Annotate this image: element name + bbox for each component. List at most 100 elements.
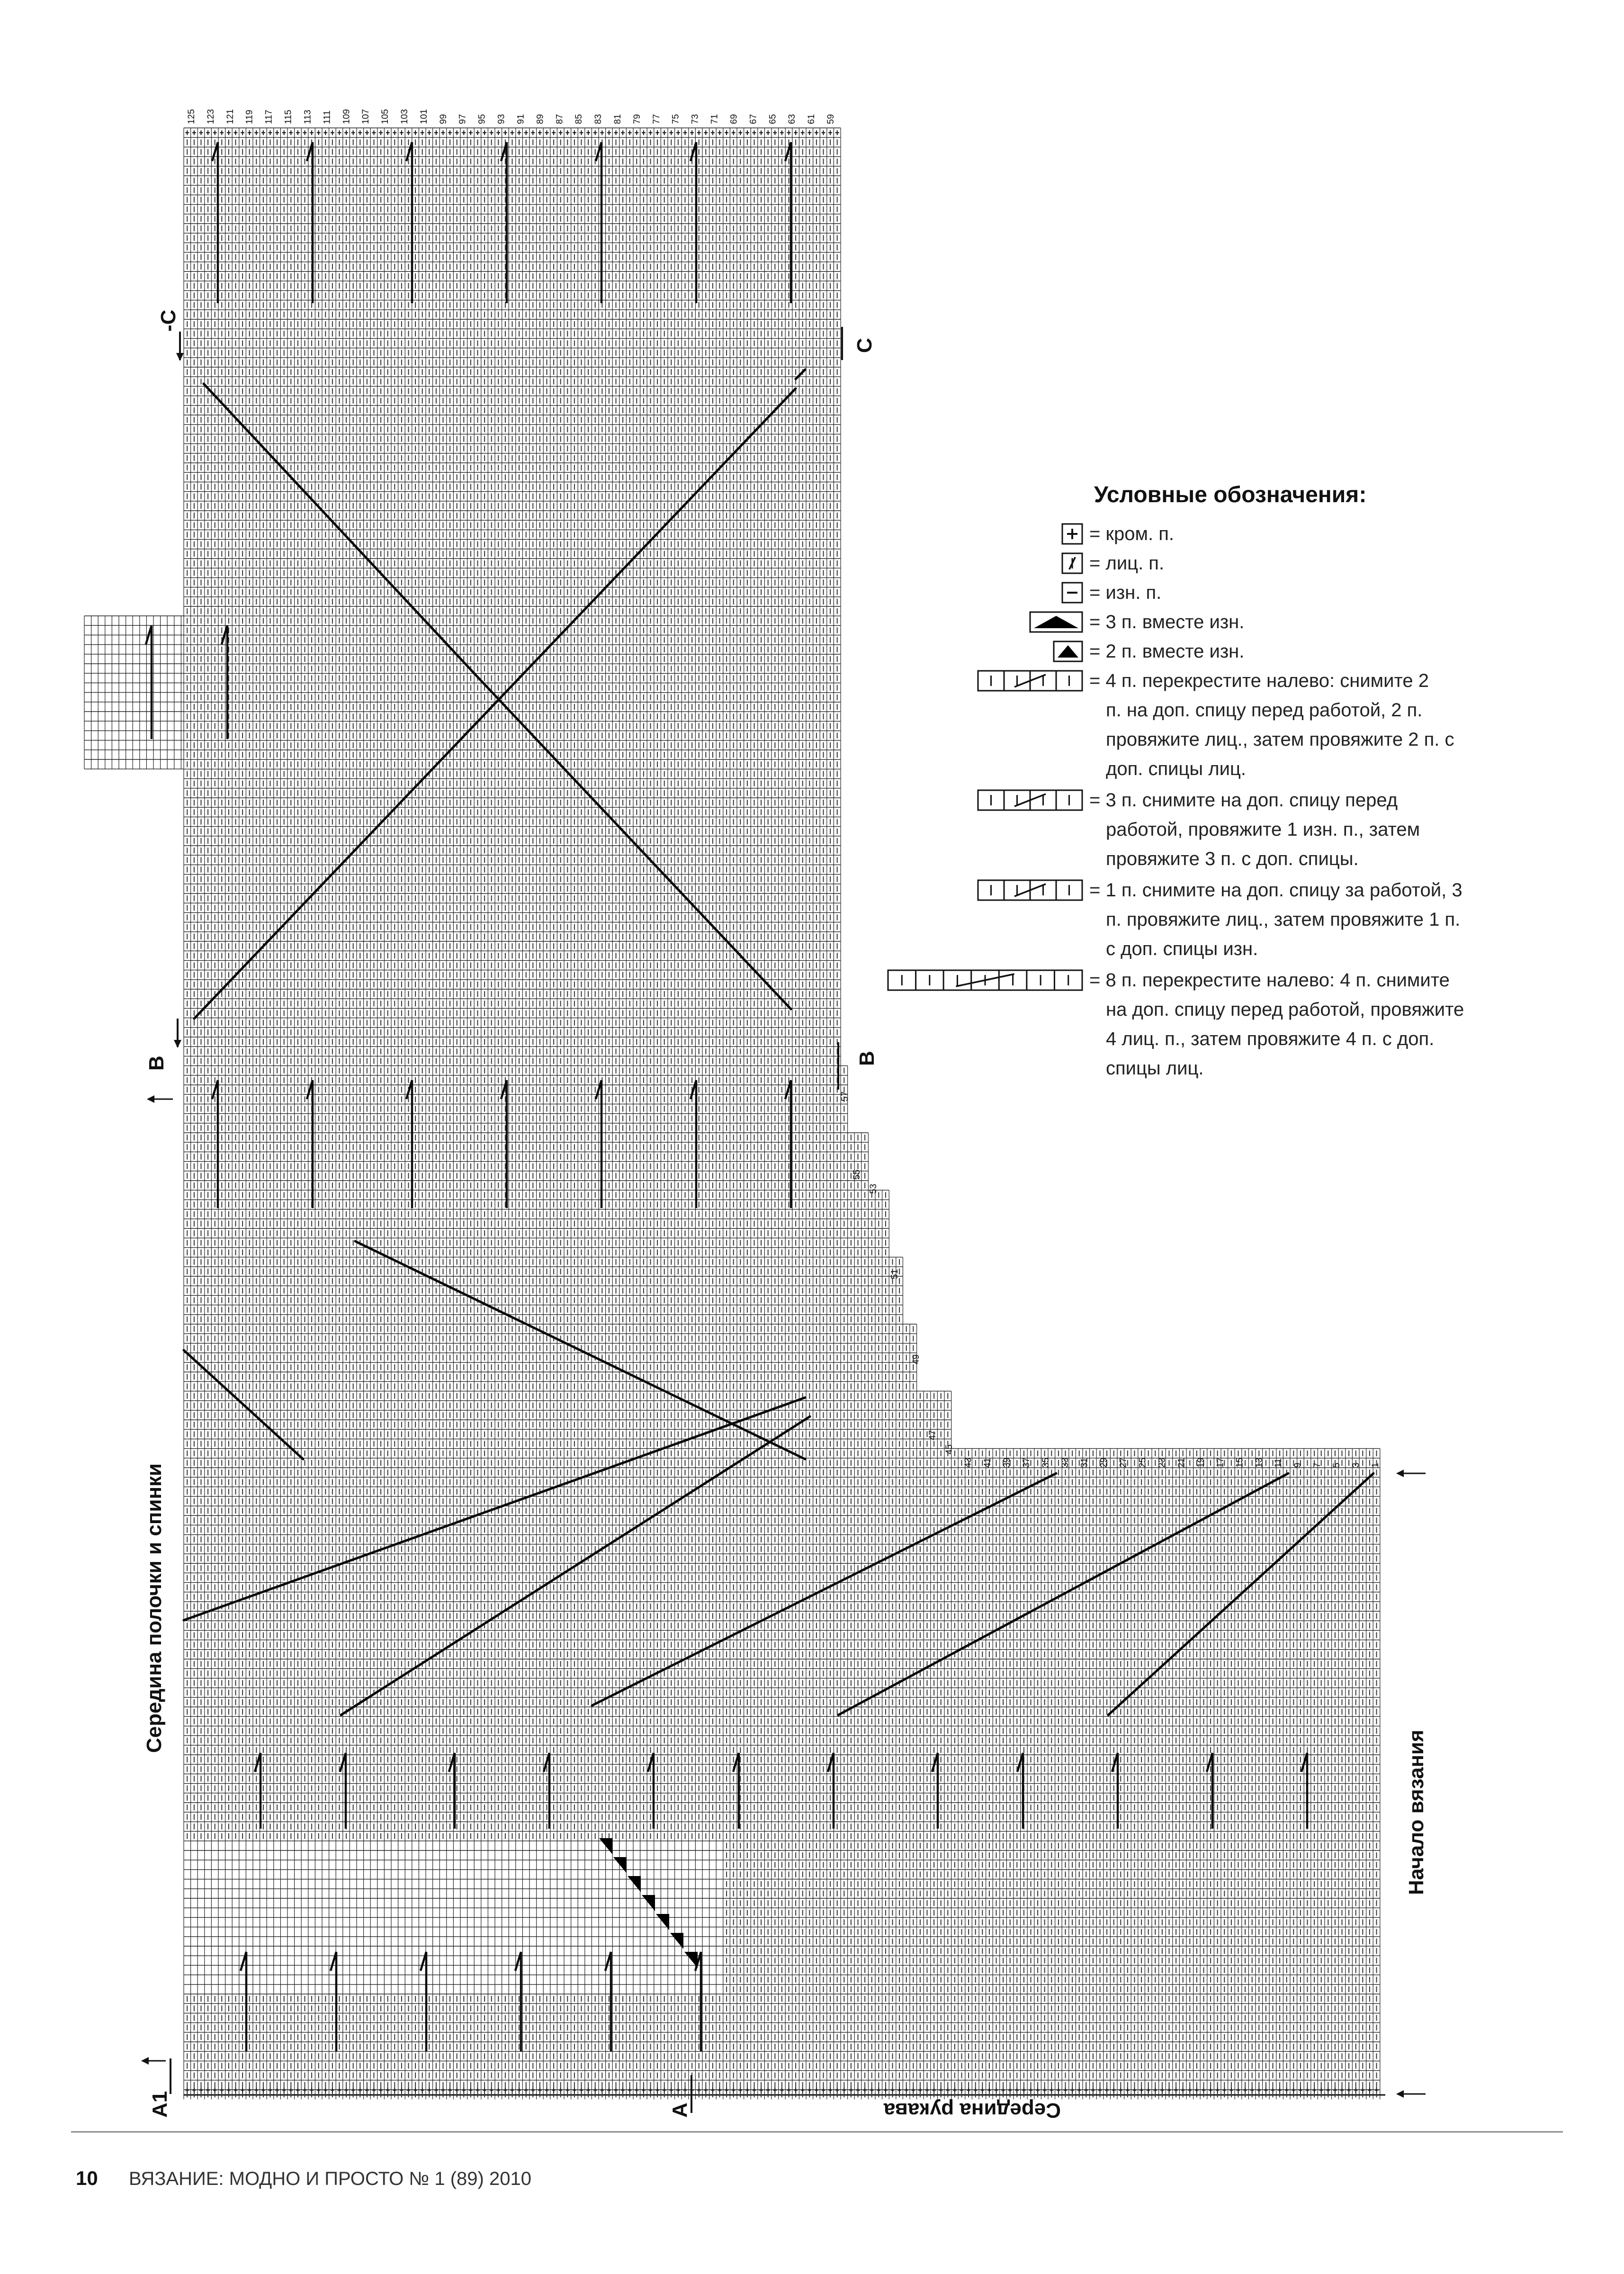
row-number: 19 xyxy=(1196,1458,1206,1468)
row-number: 47 xyxy=(928,1430,938,1440)
legend-item-text: на доп. спицу перед работой, провяжите xyxy=(1106,999,1464,1020)
cross-8-left-icon: = 8 п. перекрестите налево: 4 п. снимите… xyxy=(888,970,1464,1079)
row-number: 55 xyxy=(852,1170,862,1180)
row-number: 109 xyxy=(341,109,351,124)
row-number: 65 xyxy=(768,114,778,124)
row-number: 49 xyxy=(911,1354,921,1364)
row-number: 83 xyxy=(593,114,603,124)
row-number: 43 xyxy=(963,1458,973,1468)
legend-item-text: спицы лиц. xyxy=(1106,1058,1203,1079)
cable-symbols xyxy=(146,142,1373,2051)
row-number: 7 xyxy=(1312,1462,1322,1468)
page-number: 10 xyxy=(76,2167,98,2189)
row-number: 89 xyxy=(535,114,545,124)
cross-1-3-back-icon: = 1 п. снимите на доп. спицу за работой,… xyxy=(978,880,1462,959)
row-number: 97 xyxy=(458,114,468,124)
row-number: 93 xyxy=(497,114,507,124)
svg-text:-C: -C xyxy=(157,310,180,332)
legend-item-text: = 8 п. перекрестите налево: 4 п. снимите xyxy=(1089,970,1450,991)
knit-stitch-icon: = лиц. п. xyxy=(1062,553,1164,574)
svg-text:A: A xyxy=(668,2103,691,2118)
svg-text:C: C xyxy=(853,338,876,353)
row-number: 67 xyxy=(748,114,758,124)
knitting-chart-grid xyxy=(84,128,1385,2099)
row-number: 5 xyxy=(1332,1462,1342,1468)
row-number: 1 xyxy=(1371,1462,1381,1468)
purl-marks xyxy=(187,139,1376,2097)
label-start-knitting: Начало вязания xyxy=(1405,1730,1428,1895)
row-number: 37 xyxy=(1022,1458,1032,1468)
legend-item-text: провяжите лиц., затем провяжите 2 п. с xyxy=(1106,729,1454,750)
legend-item-text: = 4 п. перекрестите налево: снимите 2 xyxy=(1089,670,1429,691)
row-number: 95 xyxy=(477,114,487,124)
label-center-sleeve: Середина рукава xyxy=(883,2099,1061,2122)
row-number: 25 xyxy=(1138,1458,1148,1468)
row-number: 9 xyxy=(1293,1462,1303,1468)
row-number: 103 xyxy=(400,109,410,124)
cross-4-left-icon: = 4 п. перекрестите налево: снимите 2 п. … xyxy=(978,670,1454,779)
marker-b-left: B xyxy=(145,1019,181,1103)
row-number: 45 xyxy=(944,1444,954,1454)
legend-item-text: = 3 п. снимите на доп. спицу перед xyxy=(1089,790,1398,811)
marker-c-left: -C xyxy=(157,310,184,361)
row-number: 29 xyxy=(1099,1458,1109,1468)
collar-extension xyxy=(84,616,184,769)
legend-item-text: = 1 п. снимите на доп. спицу за работой,… xyxy=(1089,880,1462,901)
row-number: 15 xyxy=(1235,1458,1245,1468)
row-number: 105 xyxy=(380,109,390,124)
arrow-start-top xyxy=(1396,1470,1426,1477)
svg-text:A1: A1 xyxy=(148,2091,171,2118)
row-number: 115 xyxy=(284,110,294,124)
marker-c-right: C xyxy=(842,327,876,360)
row-number: 35 xyxy=(1041,1458,1051,1468)
row-number: 71 xyxy=(710,114,720,124)
label-center-front-back: Середина полочки и спинки xyxy=(143,1463,166,1753)
svg-text:B: B xyxy=(145,1056,168,1071)
legend-item-text: = 3 п. вместе изн. xyxy=(1089,612,1244,632)
row-number: 87 xyxy=(555,114,565,124)
row-number: 21 xyxy=(1176,1458,1186,1468)
magazine-title: ВЯЗАНИЕ: МОДНО И ПРОСТО № 1 (89) 2010 xyxy=(129,2168,531,2189)
legend-item-text: 4 лиц. п., затем провяжите 4 п. с доп. xyxy=(1106,1029,1434,1049)
row-number: 17 xyxy=(1215,1458,1225,1468)
row-number: 33 xyxy=(1060,1458,1070,1468)
legend-item-text: с доп. спицы изн. xyxy=(1106,938,1258,959)
row-number: 59 xyxy=(826,114,836,124)
legend-title: Условные обозначения: xyxy=(1094,482,1366,507)
row-number: 73 xyxy=(691,114,700,124)
purl-3-together-icon: = 3 п. вместе изн. xyxy=(1030,612,1244,632)
row-number: 61 xyxy=(807,114,816,124)
row-number: 75 xyxy=(671,114,681,124)
legend-item-text: работой, провяжите 1 изн. п., затем xyxy=(1106,819,1420,840)
row-number: 51 xyxy=(890,1269,900,1279)
legend-item-text: = 2 п. вместе изн. xyxy=(1089,641,1244,662)
row-number: 63 xyxy=(787,114,797,124)
purl-stitch-icon: = изн. п. xyxy=(1062,582,1161,603)
legend-item-text: доп. спицы лиц. xyxy=(1106,758,1246,779)
row-number: 85 xyxy=(574,114,584,124)
grid-cells xyxy=(184,128,1385,2099)
edge-stitch-icon: = кром. п. xyxy=(1062,523,1174,544)
arrow-start-bottom xyxy=(1396,2090,1426,2098)
row-number: 53 xyxy=(869,1184,879,1194)
row-number: 111 xyxy=(322,110,332,124)
row-number: 101 xyxy=(419,109,429,124)
legend-item-text: п. провяжите лиц., затем провяжите 1 п. xyxy=(1106,909,1460,930)
purl-2-together-icon: = 2 п. вместе изн. xyxy=(1054,641,1244,662)
row-number: 23 xyxy=(1157,1458,1167,1468)
row-number: 113 xyxy=(303,110,313,124)
legend-item-text: провяжите 3 п. с доп. спицы. xyxy=(1106,848,1359,869)
row-number: 57 xyxy=(840,1092,850,1101)
row-number: 13 xyxy=(1254,1458,1264,1468)
marker-a1: A1 xyxy=(141,2057,171,2118)
row-number: 31 xyxy=(1080,1458,1090,1468)
row-number: 99 xyxy=(439,114,449,124)
row-number: 81 xyxy=(613,114,623,124)
row-number: 123 xyxy=(206,109,216,124)
legend: Условные обозначения: = кром. п. = лиц. п… xyxy=(888,482,1464,1079)
legend-item-text: п. на доп. спицу перед работой, 2 п. xyxy=(1106,700,1422,721)
row-number: 69 xyxy=(729,114,739,124)
row-number: 79 xyxy=(632,114,642,124)
legend-item-text: = изн. п. xyxy=(1089,582,1161,603)
